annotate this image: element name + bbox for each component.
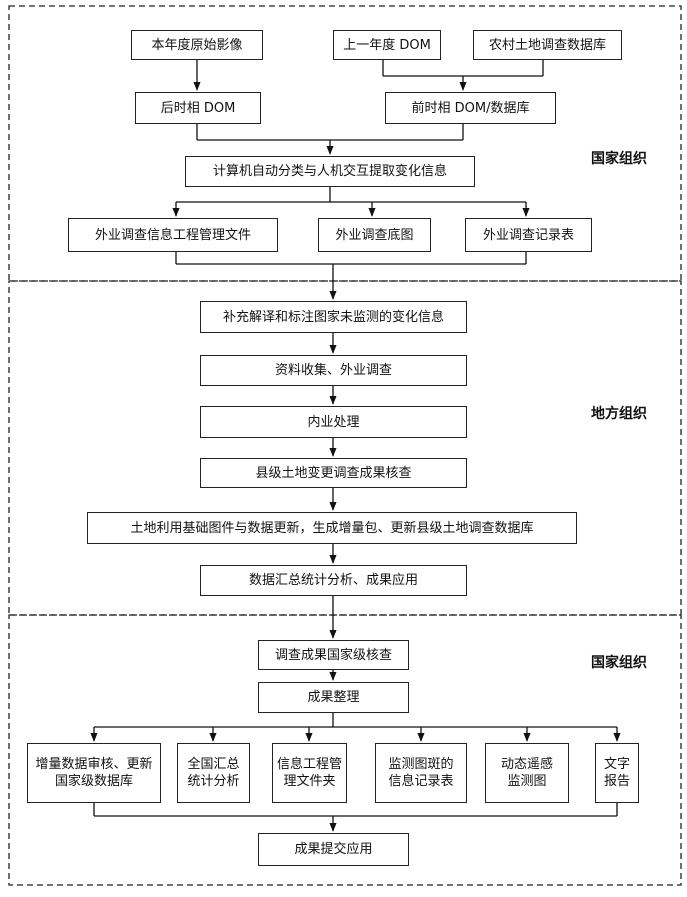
node-data-update: 土地利用基础图件与数据更新，生成增量包、更新县级土地调查数据库 (87, 512, 577, 544)
node-county-check: 县级土地变更调查成果核查 (200, 458, 467, 488)
section-label-national: 国家组织 (591, 655, 647, 671)
node-office-processing: 内业处理 (200, 406, 467, 438)
node-submit-application: 成果提交应用 (258, 833, 409, 866)
node-last-year-dom: 上一年度 DOM (333, 30, 441, 60)
node-monitoring-record: 监测图斑的 信息记录表 (375, 743, 467, 803)
node-text-report: 文字 报告 (595, 743, 639, 803)
node-pre-phase-dom-db: 前时相 DOM/数据库 (385, 92, 556, 124)
node-data-collection: 资料收集、外业调查 (200, 355, 467, 386)
node-remote-sensing-map: 动态遥感 监测图 (485, 743, 569, 803)
node-rural-land-survey-db: 农村土地调查数据库 (473, 30, 622, 60)
node-current-year-imagery: 本年度原始影像 (131, 30, 263, 60)
node-post-phase-dom: 后时相 DOM (135, 92, 261, 124)
node-statistics-application: 数据汇总统计分析、成果应用 (200, 565, 467, 596)
node-incremental-review: 增量数据审核、更新 国家级数据库 (27, 743, 161, 803)
node-field-survey-record: 外业调查记录表 (465, 218, 592, 252)
node-national-statistics: 全国汇总 统计分析 (177, 743, 250, 803)
node-supplement-interpretation: 补充解译和标注图家未监测的变化信息 (200, 301, 467, 333)
node-national-check: 调查成果国家级核查 (258, 640, 409, 670)
node-field-survey-files: 外业调查信息工程管理文件 (68, 218, 278, 252)
section-label-local: 地方组织 (591, 406, 647, 422)
node-auto-classification: 计算机自动分类与人机交互提取变化信息 (185, 156, 475, 187)
section-frame-national-bottom (8, 614, 682, 886)
node-field-survey-basemap: 外业调查底图 (318, 218, 431, 252)
node-info-folder: 信息工程管 理文件夹 (272, 743, 347, 803)
node-result-arrangement: 成果整理 (258, 682, 409, 713)
section-label-national: 国家组织 (591, 151, 647, 167)
